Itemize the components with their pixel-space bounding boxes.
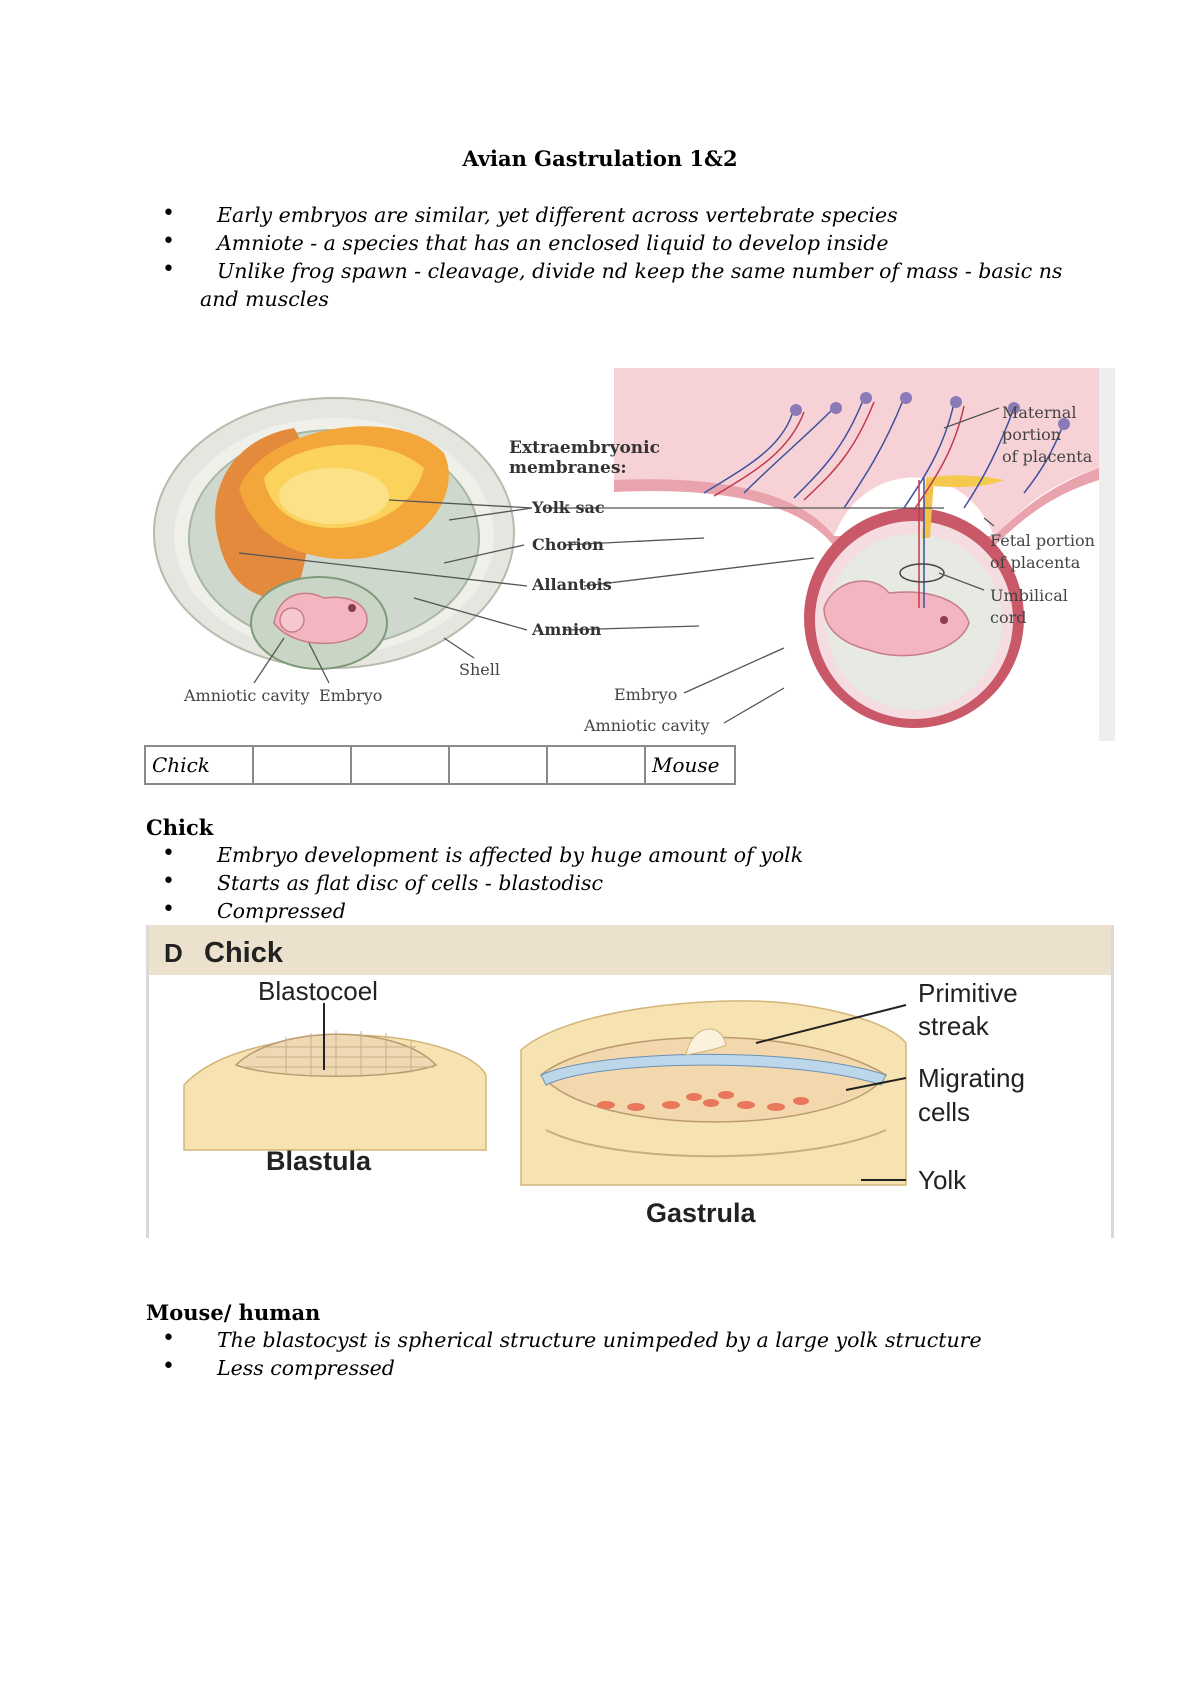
panel-letter: D <box>164 938 183 968</box>
label-gastrula: Gastrula <box>646 1198 757 1228</box>
label-maternal-1: Maternal <box>1002 403 1076 422</box>
table-cell: Chick <box>144 745 254 785</box>
table-cell <box>546 745 646 785</box>
label-primitive-2: streak <box>918 1011 990 1041</box>
bullet-text: Amniote - a species that has an enclosed… <box>217 231 889 255</box>
bullet-icon: • <box>162 201 175 226</box>
panel-title: Chick <box>204 937 284 969</box>
figure1-heading-line1: Extraembryonic <box>509 438 660 458</box>
page-title: Avian Gastrulation 1&2 <box>462 146 738 171</box>
bullet-text: Early embryos are similar, yet different… <box>217 203 898 227</box>
bullet-icon: • <box>162 257 175 282</box>
label-allantois: Allantois <box>531 575 612 594</box>
label-yolk: Yolk <box>918 1165 967 1195</box>
label-amniotic-cavity-right: Amniotic cavity <box>583 716 710 735</box>
label-amniotic-cavity-left: Amniotic cavity <box>183 686 310 705</box>
leader-lines <box>238 407 1000 724</box>
bird-egg-illustration <box>153 397 515 670</box>
table-cell <box>448 745 548 785</box>
figure1-heading-line2: membranes: <box>509 458 627 478</box>
table-cell <box>350 745 450 785</box>
label-migrating-2: cells <box>918 1097 970 1127</box>
label-primitive-1: Primitive <box>918 978 1018 1008</box>
label-maternal-3: of placenta <box>1002 447 1093 466</box>
table-cell <box>252 745 352 785</box>
label-maternal-2: portion <box>1002 425 1061 444</box>
extraembryonic-membranes-figure: Extraembryonic membranes: Yolk sac Chori… <box>144 368 1115 741</box>
table-cell: Mouse <box>644 745 736 785</box>
bullet-text: Compressed <box>217 899 346 923</box>
label-fetal-2: of placenta <box>990 553 1081 572</box>
bullet-icon: • <box>162 869 175 894</box>
bullet-icon: • <box>162 1326 175 1351</box>
label-fetal-1: Fetal portion <box>990 531 1095 550</box>
table-row: Chick Mouse <box>144 745 736 785</box>
bullet-icon: • <box>162 229 175 254</box>
bullet-text: Unlike frog spawn - cleavage, divide nd … <box>217 259 1063 283</box>
gastrula-illustration <box>520 1000 907 1186</box>
label-umbilical-1: Umbilical <box>990 586 1068 605</box>
chick-mouse-table: Chick Mouse <box>144 745 736 785</box>
bullet-text: Embryo development is affected by huge a… <box>217 843 804 867</box>
label-blastocoel: Blastocoel <box>258 976 378 1006</box>
bullet-text: Less compressed <box>217 1356 395 1380</box>
label-amnion: Amnion <box>531 620 602 639</box>
label-chorion: Chorion <box>532 535 604 554</box>
bullet-icon: • <box>162 897 175 922</box>
blastula-illustration <box>183 1003 487 1151</box>
label-shell: Shell <box>459 660 500 679</box>
bullet-text: Starts as flat disc of cells - blastodis… <box>217 871 604 895</box>
bullet-text-continuation: and muscles <box>200 287 329 311</box>
mouse-heading: Mouse/ human <box>146 1300 321 1325</box>
label-yolk-sac: Yolk sac <box>531 498 605 517</box>
label-embryo-right: Embryo <box>614 685 677 704</box>
label-embryo-left: Embryo <box>319 686 382 705</box>
chick-heading: Chick <box>146 815 214 840</box>
label-migrating-1: Migrating <box>918 1063 1025 1093</box>
bullet-icon: • <box>162 841 175 866</box>
label-blastula: Blastula <box>266 1146 372 1176</box>
bullet-text: The blastocyst is spherical structure un… <box>217 1328 982 1352</box>
label-umbilical-2: cord <box>990 608 1026 627</box>
placenta-illustration <box>614 368 1099 728</box>
chick-gastrulation-figure: D Chick Blastocoel Blastula Primitive s <box>146 925 1114 1238</box>
bullet-icon: • <box>162 1354 175 1379</box>
